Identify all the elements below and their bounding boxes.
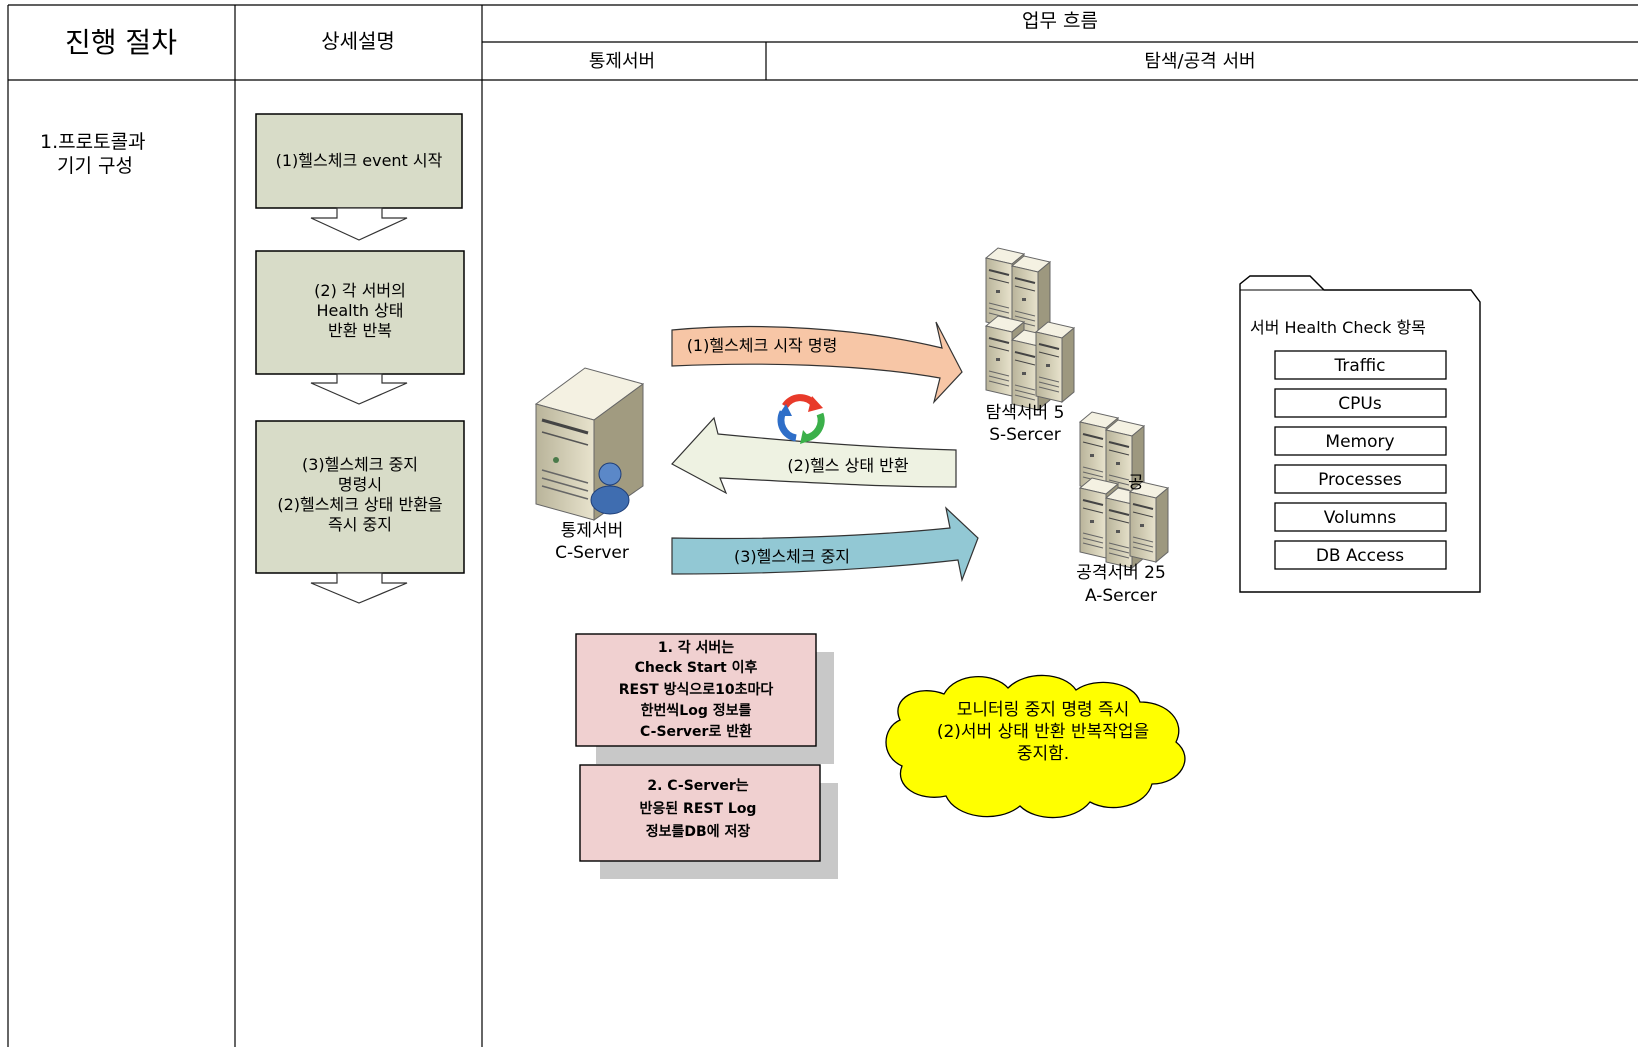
cloud-line3: 중지함.	[1017, 744, 1069, 764]
arrow-start-command-label: (1)헬스체크 시작 명령	[687, 336, 838, 355]
control-server-name: 통제서버	[561, 521, 624, 541]
stop-notice-cloud: 모니터링 중지 명령 즉시 (2)서버 상태 반환 반복작업을 중지함.	[885, 674, 1186, 819]
note-2-line1: 2. C-Server는	[647, 778, 748, 794]
health-check-panel: 서버 Health Check 항목 Traffic CPUs Memory P…	[1239, 275, 1481, 593]
svg-text:DB Access: DB Access	[1316, 546, 1404, 566]
step-3-line2: 명령시	[338, 475, 382, 494]
health-item-processes: Processes	[1274, 464, 1447, 494]
arrow-stop-command-label: (3)헬스체크 중지	[734, 547, 850, 566]
header-process: 진행 절차	[65, 26, 177, 59]
cloud-line1: 모니터링 중지 명령 즉시	[957, 700, 1130, 720]
step-3-line3: (2)헬스체크 상태 반환을	[277, 495, 442, 514]
attack-server-overlap-text: 공	[1128, 473, 1144, 493]
svg-text:Volumns: Volumns	[1324, 508, 1397, 528]
down-arrow-2	[310, 373, 408, 405]
note-box-1: 1. 각 서버는 Check Start 이후 REST 방식으로10초마다 한…	[575, 633, 834, 764]
down-arrow-3	[310, 572, 408, 604]
attack-servers-icon	[1079, 411, 1169, 569]
svg-text:Memory: Memory	[1325, 432, 1394, 452]
health-item-memory: Memory	[1274, 426, 1447, 456]
header-control-server: 통제서버	[589, 51, 655, 72]
process-step1-line2: 기기 구성	[57, 155, 133, 177]
search-server-name: 탐색서버 5	[986, 403, 1065, 423]
svg-text:Traffic: Traffic	[1333, 356, 1385, 376]
health-panel-title: 서버 Health Check 항목	[1250, 318, 1426, 337]
user-icon	[590, 462, 630, 515]
header-search-attack-server: 탐색/공격 서버	[1144, 51, 1255, 72]
note-2-line2: 반응된 REST Log	[640, 800, 757, 817]
search-server-id: S-Sercer	[989, 425, 1061, 445]
note-box-2: 2. C-Server는 반응된 REST Log 정보를DB에 저장	[579, 764, 838, 879]
svg-text:CPUs: CPUs	[1338, 394, 1382, 414]
step-3-line1: (3)헬스체크 중지	[302, 455, 418, 474]
arrow-start-command: (1)헬스체크 시작 명령	[671, 321, 963, 405]
step-2-line3: 반환 반복	[328, 321, 392, 340]
step-box-3: (3)헬스체크 중지 명령시 (2)헬스체크 상태 반환을 즉시 중지	[255, 420, 465, 574]
header-detail: 상세설명	[321, 29, 395, 53]
note-1-line1: 1. 각 서버는	[658, 639, 734, 656]
step-3-line4: 즉시 중지	[328, 515, 392, 534]
attack-server-id: A-Sercer	[1085, 586, 1157, 606]
note-1-line4: 한번씩Log 정보를	[641, 702, 752, 719]
arrow-health-return-label: (2)헬스 상태 반환	[787, 456, 908, 475]
health-item-volumns: Volumns	[1274, 502, 1447, 532]
note-1-line2: Check Start 이후	[635, 659, 758, 676]
cloud-line2: (2)서버 상태 반환 반복작업을	[937, 722, 1149, 742]
arrow-health-return: (2)헬스 상태 반환	[671, 416, 957, 495]
control-server-id: C-Server	[555, 543, 629, 563]
step-2-line1: (2) 각 서버의	[314, 281, 406, 300]
control-server-icon	[534, 367, 645, 521]
step-box-2: (2) 각 서버의 Health 상태 반환 반복	[255, 250, 465, 375]
header-flow: 업무 흐름	[1022, 10, 1098, 32]
note-1-line5: C-Server로 반환	[640, 723, 752, 740]
process-step1-line1: 1.프로토콜과	[40, 131, 146, 153]
note-2-line3: 정보를DB에 저장	[646, 823, 751, 840]
table-grid	[7, 4, 1638, 1047]
step-box-1: (1)헬스체크 event 시작	[255, 113, 463, 209]
search-servers-icon	[985, 247, 1075, 411]
health-item-traffic: Traffic	[1274, 350, 1447, 380]
note-1-line3: REST 방식으로10초마다	[619, 681, 774, 698]
refresh-cycle-icon	[777, 394, 825, 444]
arrow-stop-command: (3)헬스체크 중지	[671, 506, 979, 583]
step-2-line2: Health 상태	[316, 301, 403, 320]
step-1-text: (1)헬스체크 event 시작	[276, 151, 443, 170]
attack-server-name: 공격서버 25	[1076, 563, 1166, 583]
health-item-cpus: CPUs	[1274, 388, 1447, 418]
svg-text:Processes: Processes	[1318, 470, 1402, 490]
down-arrow-1	[310, 207, 408, 241]
health-item-db-access: DB Access	[1274, 540, 1447, 570]
